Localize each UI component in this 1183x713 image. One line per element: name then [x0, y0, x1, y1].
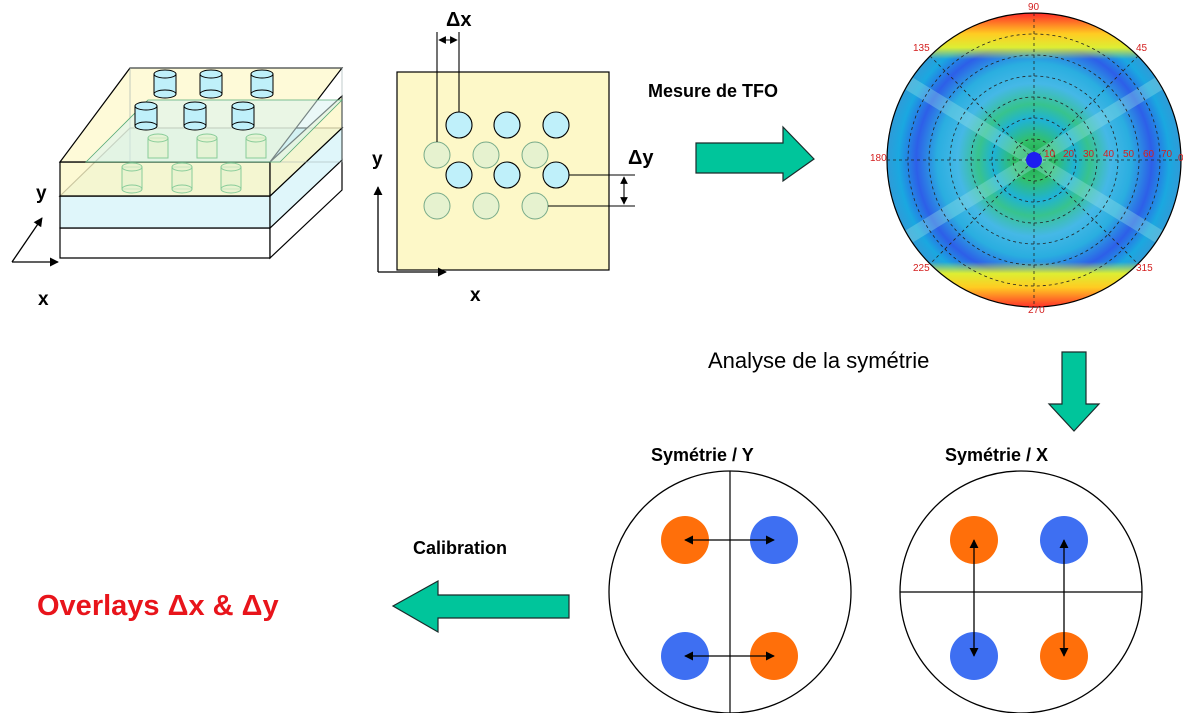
symmetry-y-title: Symétrie / Y [651, 445, 754, 465]
grid-axis-y-label: y [372, 149, 383, 170]
symmetry-x-title: Symétrie / X [945, 445, 1049, 465]
analysis-label: Analyse de la symétrie [708, 348, 930, 373]
symmetry-x-diagram [899, 470, 1143, 713]
calibration-label: Calibration [413, 538, 508, 558]
polar-radial-70: 70 [1161, 149, 1173, 160]
polar-radial-20: 20 [1063, 149, 1075, 160]
cylinders [121, 69, 274, 194]
polar-angle-90: 90 [1028, 2, 1040, 13]
polar-angle-135: 135 [913, 43, 930, 54]
calibration-arrow [391, 579, 570, 634]
stack-axes [11, 217, 59, 267]
delta-x-label: Δx [446, 9, 472, 31]
stack-axis-y-label: y [36, 183, 47, 204]
stack-axis-x-label: x [38, 289, 49, 310]
polar-radial-50: 50 [1123, 149, 1135, 160]
layer-stack [58, 67, 344, 260]
polar-radial-60: 60 [1143, 149, 1155, 160]
polar-angle-270: 270 [1028, 305, 1045, 316]
measure-label: Mesure de TFO [648, 81, 779, 101]
delta-y-label: Δy [628, 147, 654, 169]
polar-radial-10: 10 [1044, 149, 1056, 160]
polar-angle-225: 225 [913, 263, 930, 274]
blue-layer [59, 195, 271, 229]
analysis-arrow [1047, 351, 1101, 432]
result-overlays-label: Overlays Δx & Δy [37, 590, 279, 622]
polar-angle-45: 45 [1136, 43, 1148, 54]
polar-angle-315: 315 [1136, 263, 1153, 274]
polar-radial-40: 40 [1103, 149, 1115, 160]
grid-view [373, 32, 635, 277]
polar-radial-30: 30 [1083, 149, 1095, 160]
polar-angle-0: 0 [1178, 153, 1183, 164]
measure-arrow [695, 125, 815, 183]
polar-angle-180: 180 [870, 153, 887, 164]
grid-axis-x-label: x [470, 285, 481, 306]
symmetry-y-diagram [608, 470, 852, 713]
